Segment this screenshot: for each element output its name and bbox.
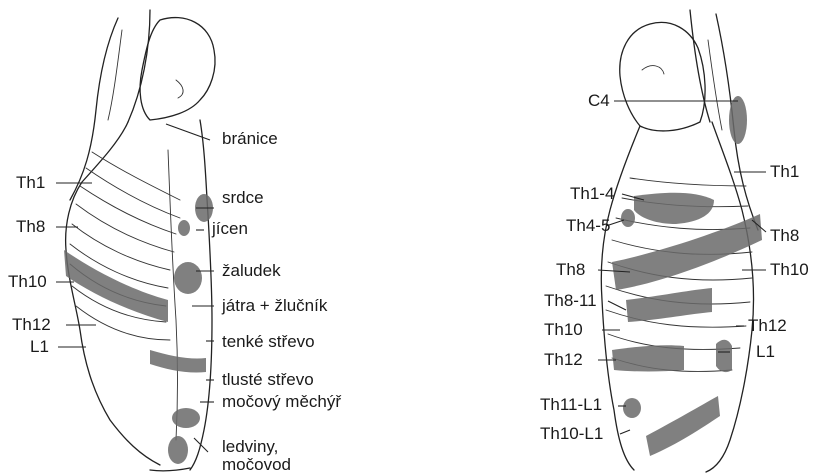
right-side-label-th12: Th12 xyxy=(748,317,787,335)
organ-label-tluste-strevo: tlusté střevo xyxy=(222,371,314,389)
right-side-label-th1: Th1 xyxy=(770,163,799,181)
organ-label-tenke-strevo: tenké střevo xyxy=(222,333,315,351)
left-label-th12: Th12 xyxy=(12,316,51,334)
right-torso-figure xyxy=(601,10,762,472)
right-label-th10-l1: Th10-L1 xyxy=(540,425,603,443)
organ-label-branice: bránice xyxy=(222,130,278,148)
right-label-c4: C4 xyxy=(588,92,610,110)
right-label-th10: Th10 xyxy=(544,321,583,339)
right-side-label-l1: L1 xyxy=(756,343,775,361)
left-label-th8: Th8 xyxy=(16,218,45,236)
right-side-label-th10: Th10 xyxy=(770,261,809,279)
right-label-th4-5: Th4-5 xyxy=(566,217,610,235)
organ-label-jicen: jícen xyxy=(212,220,248,238)
organ-label-srdce: srdce xyxy=(222,189,264,207)
right-label-th8-11: Th8-11 xyxy=(544,292,597,310)
right-label-th12: Th12 xyxy=(544,351,583,369)
organ-label-ledviny: ledviny, xyxy=(222,438,278,456)
right-label-th11-l1: Th11-L1 xyxy=(540,396,602,414)
organ-label-jatra: játra + žlučník xyxy=(222,297,327,315)
right-side-label-th8: Th8 xyxy=(770,227,799,245)
left-torso-figure xyxy=(64,10,215,471)
left-label-th1: Th1 xyxy=(16,174,45,192)
left-label-th10: Th10 xyxy=(8,273,47,291)
organ-label-mocovod: močovod xyxy=(222,456,291,474)
organ-label-zaludek: žaludek xyxy=(222,262,281,280)
right-label-th8: Th8 xyxy=(556,261,585,279)
left-label-l1: L1 xyxy=(30,338,49,356)
right-label-th1-4: Th1-4 xyxy=(570,185,614,203)
organ-label-mocovy-mechyr: močový měchýř xyxy=(222,393,341,411)
